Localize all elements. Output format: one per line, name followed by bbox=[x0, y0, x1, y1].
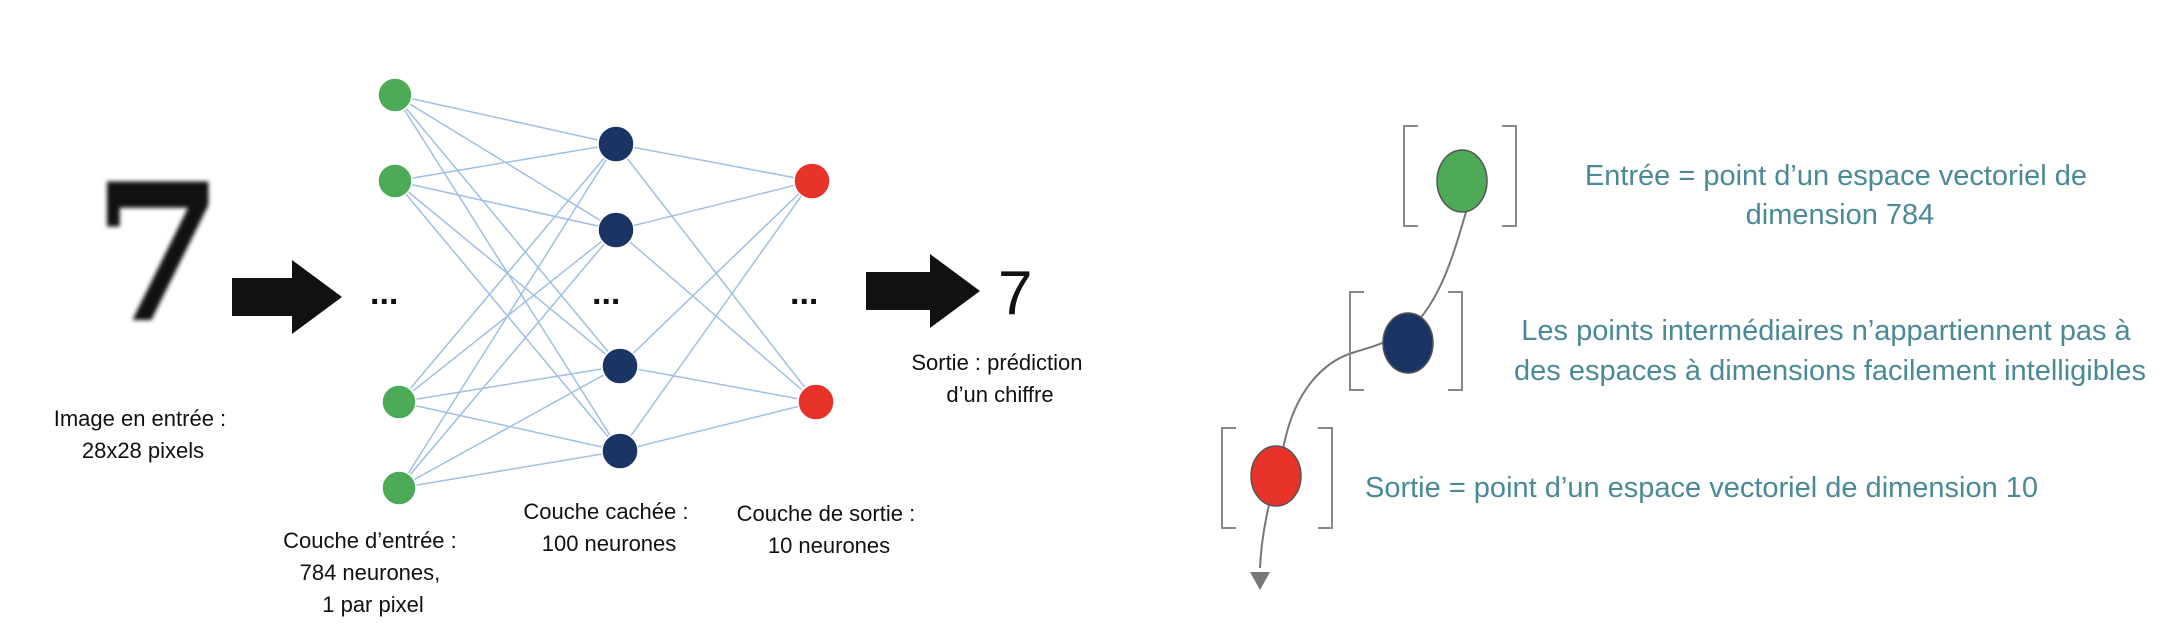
hidden-neuron-4 bbox=[601, 432, 639, 470]
input-digit-glyph: 7 bbox=[92, 142, 224, 365]
output-vector-point bbox=[1221, 427, 1333, 529]
connection-line bbox=[615, 143, 813, 182]
hidden-neuron-2 bbox=[597, 211, 635, 249]
hidden-layer-ellipsis: ... bbox=[592, 274, 620, 312]
connection-line bbox=[398, 365, 621, 489]
intermediate-point-description: Les points intermédiaires n’appartiennen… bbox=[1514, 315, 2146, 387]
connection-line bbox=[619, 180, 813, 367]
left-bracket bbox=[1403, 125, 1418, 227]
connection-line bbox=[615, 180, 813, 231]
output-neuron-2 bbox=[797, 383, 835, 421]
input-digit-image: 7 bbox=[92, 142, 224, 365]
input-image-label: Image en entrée : 28x28 pixels bbox=[54, 406, 233, 463]
connection-line bbox=[398, 143, 617, 403]
left-bracket bbox=[1221, 427, 1236, 529]
right-bracket bbox=[1318, 427, 1333, 529]
flow-arrow-2 bbox=[866, 254, 980, 328]
input-vector-point bbox=[1403, 125, 1517, 227]
flow-arrow-1 bbox=[232, 260, 342, 334]
connection-line bbox=[394, 94, 621, 367]
connection-line bbox=[398, 229, 617, 489]
intermediate-vector-point bbox=[1349, 291, 1463, 391]
connection-line bbox=[398, 365, 621, 403]
output-point-dot bbox=[1250, 445, 1302, 507]
input-layer-label: Couche d’entrée : 784 neurones, 1 par pi… bbox=[283, 528, 463, 617]
connection-line bbox=[398, 143, 617, 489]
network-neurons bbox=[377, 77, 835, 506]
input-neuron-2 bbox=[377, 163, 413, 199]
connection-line bbox=[394, 94, 617, 145]
connection-line bbox=[394, 180, 617, 231]
input-point-dot bbox=[1436, 149, 1488, 213]
right-bracket bbox=[1448, 291, 1463, 391]
input-neuron-3 bbox=[381, 384, 417, 420]
connection-line bbox=[619, 401, 817, 452]
output-layer-ellipsis: ... bbox=[790, 274, 818, 312]
left-bracket bbox=[1349, 291, 1364, 391]
prediction-label: Sortie : prédiction d’un chiffre bbox=[911, 350, 1088, 407]
prediction-digit: 7 bbox=[998, 259, 1032, 328]
connection-line bbox=[619, 365, 817, 403]
hidden-neuron-3 bbox=[601, 347, 639, 385]
network-connections bbox=[394, 94, 817, 489]
trajectory-arrowhead bbox=[1250, 572, 1270, 590]
output-point-description: Sortie = point d’un espace vectoriel de … bbox=[1365, 472, 2038, 504]
output-layer-label: Couche de sortie : 10 neurones bbox=[737, 501, 922, 558]
connection-line bbox=[394, 143, 617, 182]
hidden-neuron-1 bbox=[597, 125, 635, 163]
input-layer-ellipsis: ... bbox=[370, 274, 398, 312]
connection-line bbox=[398, 450, 621, 489]
connection-line bbox=[619, 180, 813, 452]
input-neuron-4 bbox=[381, 470, 417, 506]
output-neuron-1 bbox=[793, 162, 831, 200]
hidden-layer-label: Couche cachée : 100 neurones bbox=[523, 499, 694, 556]
input-point-description: Entrée = point d’un espace vectoriel de … bbox=[1585, 160, 2095, 231]
right-bracket bbox=[1502, 125, 1517, 227]
input-neuron-1 bbox=[377, 77, 413, 113]
intermediate-point-dot bbox=[1382, 312, 1434, 374]
